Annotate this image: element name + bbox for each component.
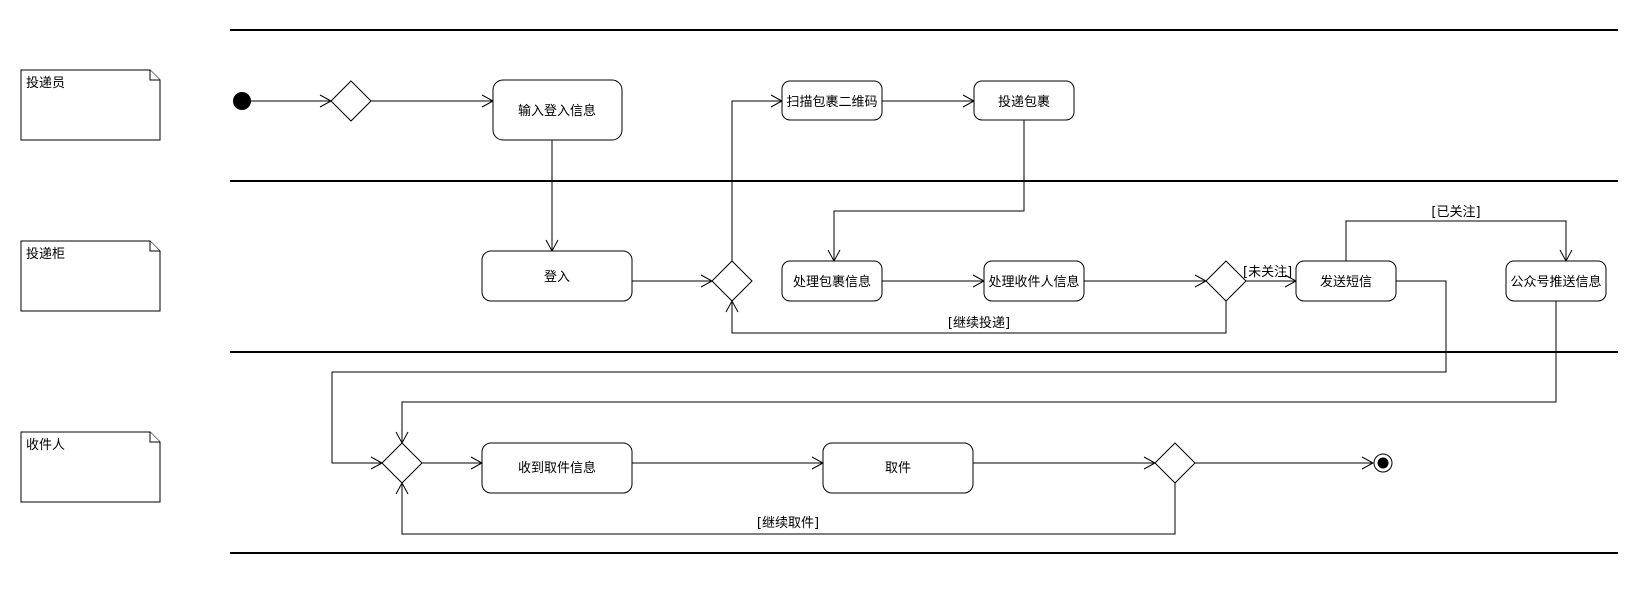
flow-deliver-process-package <box>833 120 1025 261</box>
flow-wechat-recipient-decision <box>401 301 1557 443</box>
guard-continue-deliver: [继续投递] <box>948 315 1010 331</box>
activity-process-recipient: 处理收件人信息 <box>983 260 1085 302</box>
lane-label-recipient: 收件人 <box>26 438 65 453</box>
activity-login-label: 登入 <box>544 270 570 285</box>
decision-node-5 <box>1154 442 1196 484</box>
decision-node-2 <box>711 260 753 302</box>
guard-followed: [已关注] <box>1431 205 1480 220</box>
start-node <box>233 92 251 110</box>
flow-sms-wechat <box>1345 220 1567 261</box>
lane-label-courier: 投递员 <box>26 75 65 91</box>
activity-pickup: 取件 <box>822 442 974 494</box>
activity-process-recipient-label: 处理收件人信息 <box>988 274 1079 290</box>
activity-input-login-label: 输入登入信息 <box>518 103 596 119</box>
guard-not-followed: [未关注] <box>1243 265 1292 280</box>
activity-wechat-push: 公众号推送信息 <box>1505 260 1607 302</box>
lane-note-cabinet: 投递柜 <box>20 240 161 312</box>
guard-continue-pickup: [继续取件] <box>757 516 819 531</box>
activity-pickup-label: 取件 <box>885 461 911 476</box>
decision-node-1 <box>330 80 372 122</box>
activity-scan-qr-label: 扫描包裹二维码 <box>786 95 877 110</box>
activity-send-sms: 发送短信 <box>1295 260 1397 302</box>
flow-continue-deliver <box>731 301 1227 334</box>
lane-label-cabinet: 投递柜 <box>26 246 65 262</box>
activity-process-package: 处理包裹信息 <box>781 260 883 302</box>
lane-note-recipient: 收件人 <box>20 431 161 503</box>
activity-receive-info: 收到取件信息 <box>481 442 633 494</box>
activity-scan-qr: 扫描包裹二维码 <box>781 80 883 121</box>
decision-node-4 <box>381 442 423 484</box>
activity-wechat-push-label: 公众号推送信息 <box>1510 274 1601 290</box>
activity-deliver: 投递包裹 <box>973 80 1075 121</box>
activity-send-sms-label: 发送短信 <box>1320 274 1372 290</box>
flow-sms-recipient-decision <box>331 280 1447 464</box>
flow-decision2-scan <box>731 100 782 261</box>
activity-input-login: 输入登入信息 <box>492 79 623 141</box>
activity-receive-info-label: 收到取件信息 <box>518 460 596 476</box>
decision-node-3 <box>1205 260 1247 302</box>
activity-login: 登入 <box>481 250 633 302</box>
activity-deliver-label: 投递包裹 <box>998 94 1050 110</box>
flow-continue-pickup <box>401 483 1176 535</box>
lane-note-courier: 投递员 <box>20 69 161 141</box>
activity-process-package-label: 处理包裹信息 <box>793 274 871 290</box>
end-node <box>1373 453 1393 473</box>
